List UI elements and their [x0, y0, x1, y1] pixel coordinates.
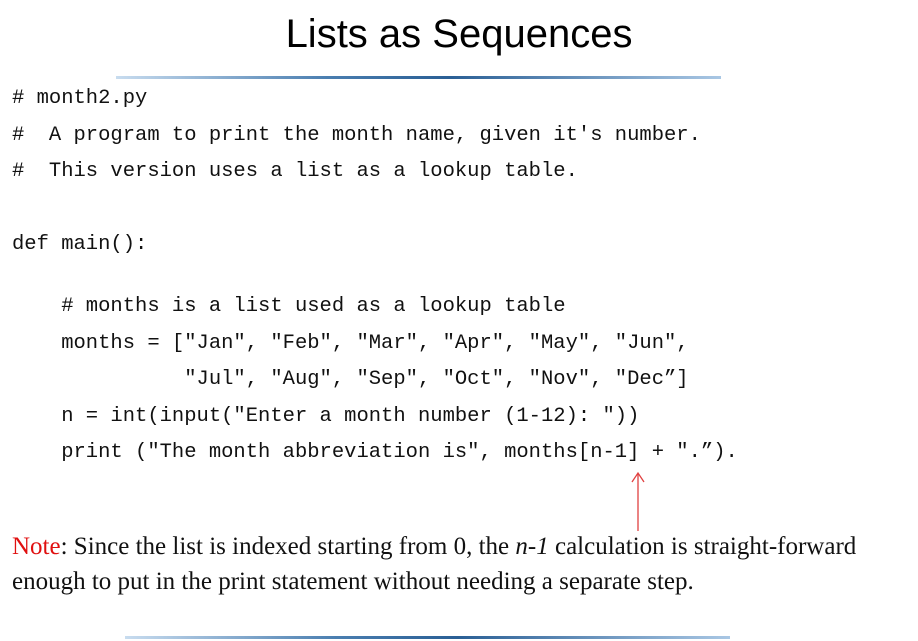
- note-text-after: calculation is straight-forward enough t…: [12, 533, 857, 595]
- code-line-months-comment: # months is a list used as a lookup tabl…: [12, 295, 566, 318]
- code-line-months-list-start: months = ["Jan", "Feb", "Mar", "Apr", "M…: [12, 332, 689, 355]
- code-line-months-list-end: "Jul", "Aug", "Sep", "Oct", "Nov", "Dec”…: [12, 368, 689, 391]
- slide-title: Lists as Sequences: [285, 12, 633, 56]
- footer-rule: [125, 636, 730, 639]
- title-underline: [116, 76, 721, 79]
- code-line-version-comment: # This version uses a list as a lookup t…: [12, 160, 578, 183]
- note-variable: n-1: [515, 533, 549, 560]
- pointer-arrow: [631, 471, 645, 531]
- code-line-print: print ("The month abbreviation is", mont…: [12, 441, 738, 464]
- code-line-filename-comment: # month2.py: [12, 87, 148, 110]
- code-line-description-comment: # A program to print the month name, giv…: [12, 124, 701, 147]
- note-text-before: : Since the list is indexed starting fro…: [60, 533, 516, 560]
- note-label: Note: [12, 533, 61, 560]
- code-line-input: n = int(input("Enter a month number (1-1…: [12, 405, 640, 428]
- note-paragraph: Note: Since the list is indexed starting…: [12, 530, 912, 599]
- code-line-def-main: def main():: [12, 233, 148, 256]
